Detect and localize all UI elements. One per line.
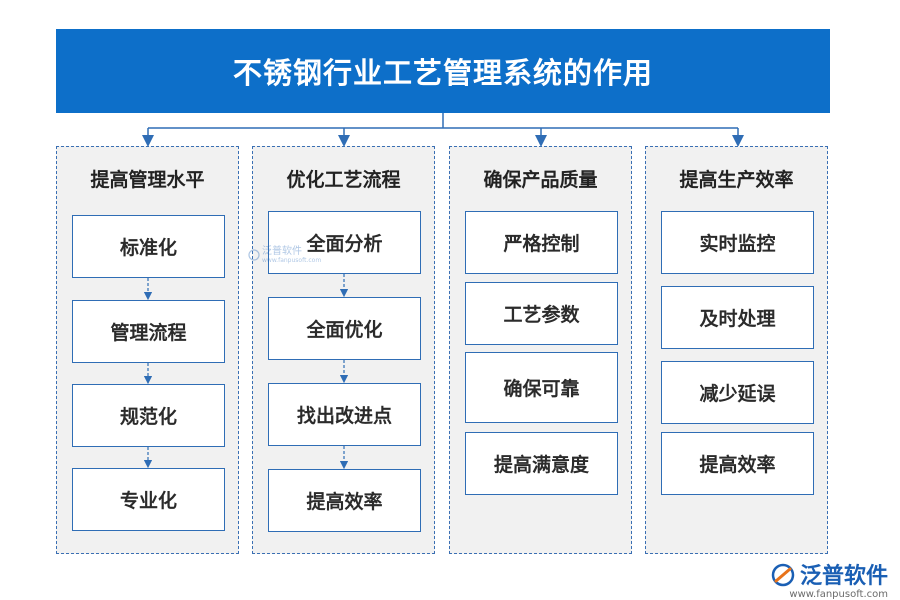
column-process: 优化工艺流程 全面分析 全面优化 找出改进点 提高效率 <box>252 146 435 554</box>
column-heading: 优化工艺流程 <box>286 169 401 191</box>
column-heading: 确保产品质量 <box>483 169 598 191</box>
watermark-url: www.fanpusoft.com <box>262 257 322 264</box>
item-box: 标准化 <box>72 215 225 278</box>
item-box: 专业化 <box>72 468 225 531</box>
item-box: 全面分析 <box>268 211 421 274</box>
item-box: 及时处理 <box>661 286 814 349</box>
column-heading: 提高生产效率 <box>679 169 794 191</box>
brand-logo-icon <box>771 563 795 587</box>
item-box: 提高效率 <box>661 432 814 495</box>
brand-name: 泛普软件 <box>799 564 888 589</box>
item-box: 管理流程 <box>72 300 225 363</box>
column-quality: 确保产品质量 严格控制 工艺参数 确保可靠 提高满意度 <box>449 146 632 554</box>
item-box: 实时监控 <box>661 211 814 274</box>
item-box: 提高效率 <box>268 469 421 532</box>
brand-logo: 泛普软件 www.fanpusoft.com <box>770 562 888 600</box>
item-box: 严格控制 <box>465 211 618 274</box>
item-box: 找出改进点 <box>268 383 421 446</box>
item-box: 规范化 <box>72 384 225 447</box>
column-efficiency: 提高生产效率 实时监控 及时处理 减少延误 提高效率 <box>645 146 828 554</box>
item-box: 减少延误 <box>661 361 814 424</box>
watermark-text: 泛普软件 <box>262 246 302 257</box>
column-heading: 提高管理水平 <box>90 169 205 191</box>
diagram-title: 不锈钢行业工艺管理系统的作用 <box>56 29 830 113</box>
item-box: 确保可靠 <box>465 352 618 423</box>
watermark: 泛普软件 www.fanpusoft.com <box>248 246 321 264</box>
brand-url: www.fanpusoft.com <box>789 589 888 600</box>
column-management: 提高管理水平 标准化 管理流程 规范化 专业化 <box>56 146 239 554</box>
item-box: 工艺参数 <box>465 282 618 345</box>
item-box: 提高满意度 <box>465 432 618 495</box>
item-box: 全面优化 <box>268 297 421 360</box>
watermark-logo-icon <box>248 249 260 261</box>
